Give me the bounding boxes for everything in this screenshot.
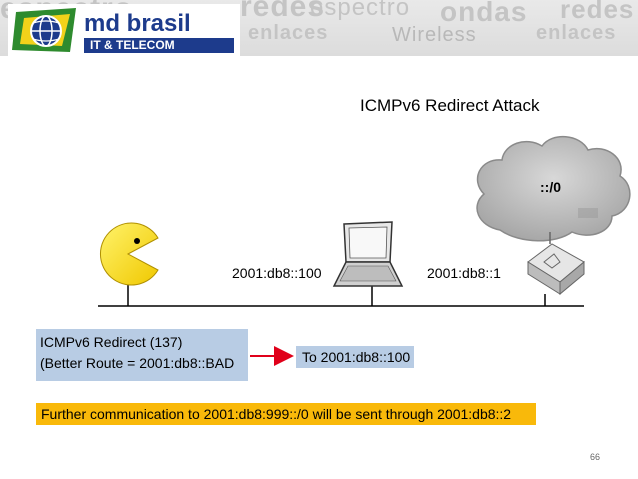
logo-subtitle: IT & TELECOM bbox=[84, 38, 234, 53]
redirect-line-2: (Better Route = 2001:db8::BAD bbox=[40, 355, 235, 371]
page-number: 66 bbox=[590, 452, 601, 462]
banner-word: enlaces bbox=[248, 22, 329, 44]
router-address-label: 2001:db8::1 bbox=[427, 265, 501, 281]
attacker-pacman-icon bbox=[100, 222, 159, 306]
header-banner: espectro redes espectro ondas redes enla… bbox=[0, 0, 638, 56]
slide-title: ICMPv6 Redirect Attack bbox=[360, 96, 540, 115]
internet-cloud bbox=[476, 136, 631, 242]
banner-word: ondas bbox=[440, 0, 528, 27]
router-icon bbox=[527, 232, 585, 306]
banner-word: enlaces bbox=[536, 22, 617, 44]
cloud-label: ::/0 bbox=[540, 179, 561, 195]
victim-address-label: 2001:db8::100 bbox=[232, 265, 322, 281]
banner-word: redes bbox=[560, 0, 635, 24]
logo-title: md brasil bbox=[84, 10, 191, 37]
redirect-message-box: ICMPv6 Redirect (137) (Better Route = 20… bbox=[36, 329, 248, 381]
redirect-line-1: ICMPv6 Redirect (137) bbox=[40, 334, 183, 350]
banner-word: redes bbox=[240, 0, 326, 23]
globe-logo-icon bbox=[12, 8, 76, 52]
banner-word: Wireless bbox=[392, 24, 477, 46]
banner-word: espectro bbox=[310, 0, 411, 21]
victim-laptop-icon bbox=[332, 221, 404, 306]
cloud-watermark-icon bbox=[578, 208, 598, 218]
destination-box: To 2001:db8::100 bbox=[296, 346, 414, 368]
company-logo: md brasil IT & TELECOM bbox=[8, 4, 240, 56]
consequence-box: Further communication to 2001:db8:999::/… bbox=[36, 403, 536, 425]
